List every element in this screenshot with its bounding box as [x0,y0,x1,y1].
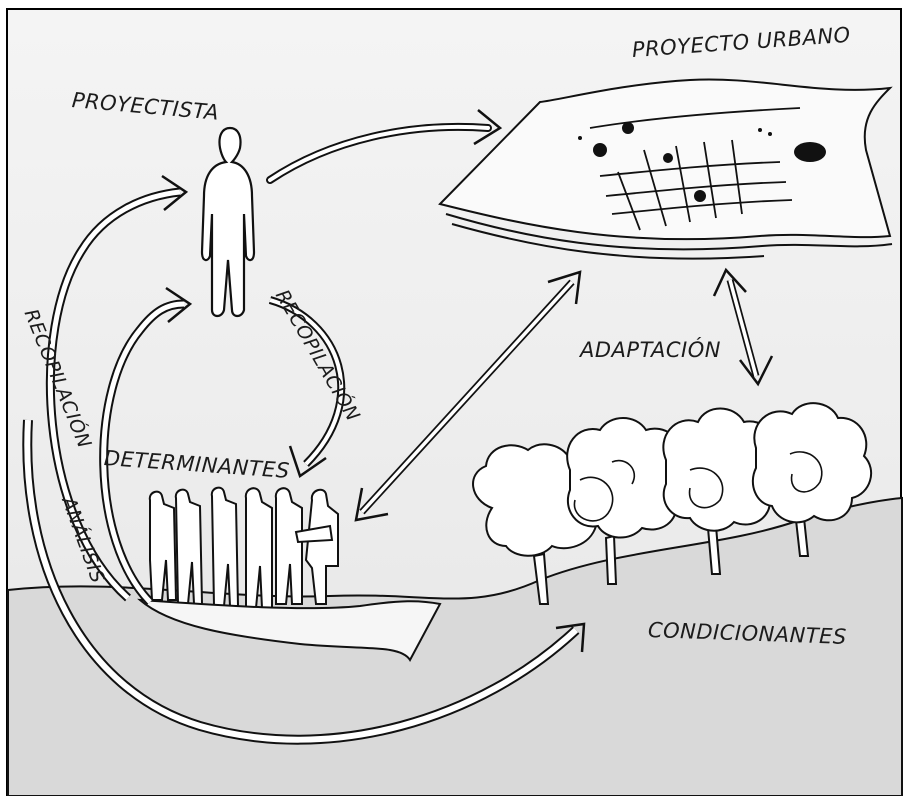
designer-figure-icon [200,126,256,318]
trees-icon [472,402,873,605]
ground-band [7,496,903,796]
people-base-shape [137,598,442,662]
urban-plan-sheet-icon [438,78,893,260]
label-adaptacion: ADAPTACIÓN [580,338,721,362]
people-group-icon [148,486,339,609]
